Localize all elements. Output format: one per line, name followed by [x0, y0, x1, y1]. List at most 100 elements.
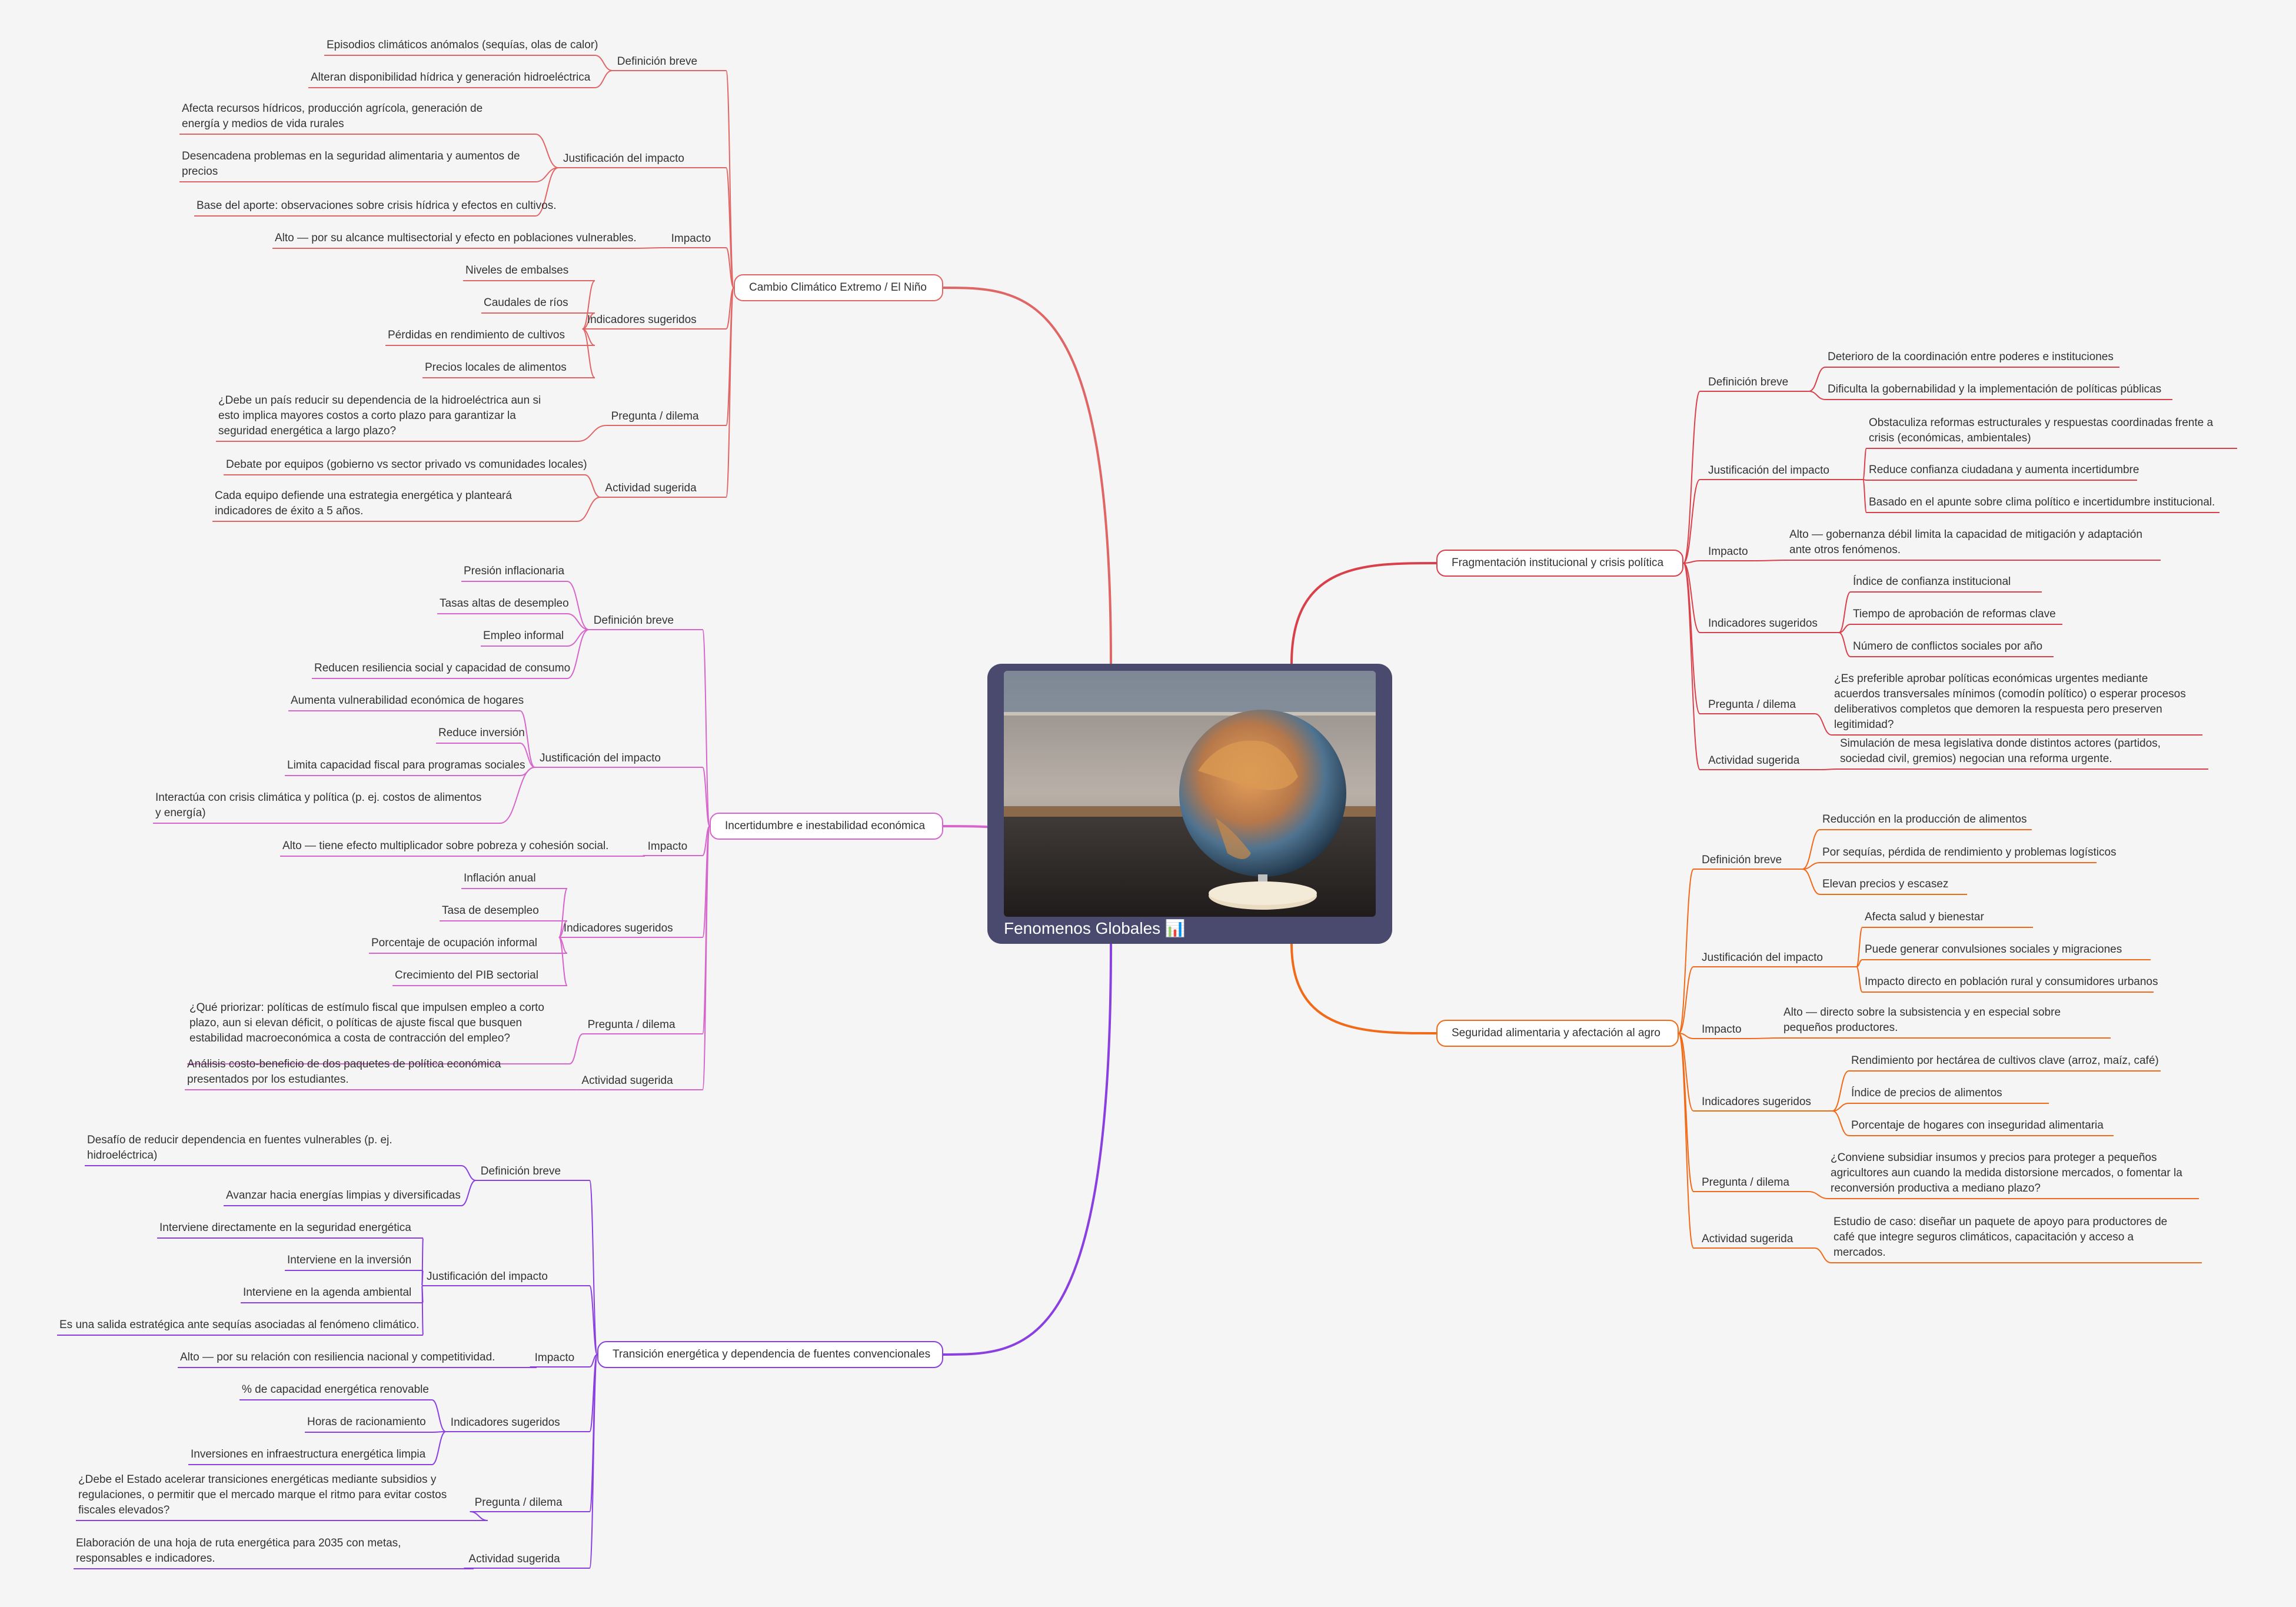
leaf-item[interactable]: Estudio de caso: diseñar un paquete de a…: [1834, 1215, 2187, 1260]
leaf-item[interactable]: Tasa de desempleo: [442, 903, 539, 919]
section-label-indicadores-sugeridos[interactable]: Indicadores sugeridos: [1702, 1094, 1811, 1110]
leaf-item[interactable]: Número de conflictos sociales por año: [1853, 639, 2042, 654]
leaf-item[interactable]: Episodios climáticos anómalos (sequías, …: [327, 38, 598, 53]
leaf-item[interactable]: Base del aporte: observaciones sobre cri…: [197, 198, 556, 214]
leaf-item[interactable]: Interviene en la inversión: [287, 1253, 411, 1268]
leaf-item[interactable]: Alteran disponibilidad hídrica y generac…: [311, 70, 590, 85]
leaf-item[interactable]: Basado en el apunte sobre clima político…: [1869, 495, 2215, 510]
branch-topic-cambio-climatico-extremo-el-nino[interactable]: Cambio Climático Extremo / El Niño: [734, 274, 943, 301]
leaf-item[interactable]: Afecta recursos hídricos, producción agr…: [182, 101, 520, 132]
section-label-actividad-sugerida[interactable]: Actividad sugerida: [468, 1552, 560, 1567]
leaf-item[interactable]: Desencadena problemas en la seguridad al…: [182, 149, 520, 179]
leaf-item[interactable]: Inversiones en infraestructura energétic…: [191, 1447, 425, 1462]
leaf-item[interactable]: Alto — tiene efecto multiplicador sobre …: [282, 839, 608, 854]
leaf-item[interactable]: Debate por equipos (gobierno vs sector p…: [226, 457, 587, 473]
leaf-item[interactable]: Inflación anual: [464, 871, 536, 886]
leaf-item[interactable]: Interviene directamente en la seguridad …: [159, 1220, 411, 1236]
section-label-actividad-sugerida[interactable]: Actividad sugerida: [1708, 753, 1799, 768]
leaf-item[interactable]: Obstaculiza reformas estructurales y res…: [1869, 415, 2222, 446]
section-label-actividad-sugerida[interactable]: Actividad sugerida: [1702, 1232, 1793, 1247]
leaf-item[interactable]: Afecta salud y bienestar: [1865, 910, 1984, 925]
leaf-item[interactable]: Avanzar hacia energías limpias y diversi…: [226, 1188, 461, 1203]
leaf-item[interactable]: Porcentaje de ocupación informal: [371, 936, 537, 951]
leaf-item[interactable]: Niveles de embalses: [465, 263, 568, 278]
leaf-item[interactable]: Puede generar convulsiones sociales y mi…: [1865, 942, 2122, 957]
leaf-item[interactable]: Interviene en la agenda ambiental: [243, 1285, 411, 1300]
section-label-impacto[interactable]: Impacto: [535, 1350, 575, 1366]
section-label-impacto[interactable]: Impacto: [1708, 544, 1748, 560]
leaf-item[interactable]: Crecimiento del PIB sectorial: [395, 968, 538, 983]
branch-topic-fragmentacion-institucional-y-crisis-politica[interactable]: Fragmentación institucional y crisis pol…: [1436, 550, 1683, 577]
leaf-item[interactable]: Horas de racionamiento: [307, 1415, 426, 1430]
branch-topic-transicion-energetica-y-dependencia-de-fuentes-convencionales[interactable]: Transición energética y dependencia de f…: [597, 1341, 943, 1368]
section-label-justificacion-del-impacto[interactable]: Justificación del impacto: [1702, 950, 1823, 966]
leaf-item[interactable]: Desafío de reducir dependencia en fuente…: [87, 1133, 446, 1163]
leaf-item[interactable]: Rendimiento por hectárea de cultivos cla…: [1851, 1053, 2159, 1069]
leaf-item[interactable]: ¿Es preferible aprobar políticas económi…: [1834, 671, 2187, 733]
leaf-item[interactable]: Empleo informal: [483, 628, 564, 644]
section-label-impacto[interactable]: Impacto: [671, 231, 711, 247]
leaf-item[interactable]: Interactúa con crisis climática y políti…: [155, 790, 485, 821]
section-label-definicion-breve[interactable]: Definición breve: [594, 613, 674, 628]
section-label-indicadores-sugeridos[interactable]: Indicadores sugeridos: [1708, 616, 1818, 631]
section-label-pregunta-dilema[interactable]: Pregunta / dilema: [1708, 697, 1796, 713]
leaf-item[interactable]: Reducción en la producción de alimentos: [1822, 812, 2027, 827]
section-label-justificacion-del-impacto[interactable]: Justificación del impacto: [427, 1269, 548, 1285]
leaf-item[interactable]: Pérdidas en rendimiento de cultivos: [388, 328, 565, 343]
leaf-item[interactable]: Dificulta la gobernabilidad y la impleme…: [1828, 382, 2161, 397]
section-label-justificacion-del-impacto[interactable]: Justificación del impacto: [540, 751, 661, 766]
branch-topic-seguridad-alimentaria-y-afectacion-al-agro[interactable]: Seguridad alimentaria y afectación al ag…: [1436, 1020, 1679, 1047]
section-label-impacto[interactable]: Impacto: [1702, 1022, 1742, 1037]
leaf-item[interactable]: ¿Debe un país reducir su dependencia de …: [218, 393, 563, 439]
leaf-item[interactable]: Elevan precios y escasez: [1822, 877, 1948, 892]
section-label-justificacion-del-impacto[interactable]: Justificación del impacto: [1708, 463, 1829, 478]
leaf-item[interactable]: ¿Debe el Estado acelerar transiciones en…: [78, 1472, 472, 1518]
leaf-item[interactable]: Es una salida estratégica ante sequías a…: [59, 1317, 420, 1333]
section-label-definicion-breve[interactable]: Definición breve: [481, 1164, 561, 1179]
leaf-item[interactable]: ¿Conviene subsidiar insumos y precios pa…: [1831, 1150, 2184, 1196]
leaf-item[interactable]: Por sequías, pérdida de rendimiento y pr…: [1822, 845, 2117, 860]
leaf-item[interactable]: Impacto directo en población rural y con…: [1865, 974, 2158, 990]
section-label-justificacion-del-impacto[interactable]: Justificación del impacto: [563, 151, 684, 167]
leaf-item[interactable]: Presión inflacionaria: [464, 564, 564, 579]
leaf-item[interactable]: Índice de precios de alimentos: [1851, 1086, 2002, 1101]
section-label-indicadores-sugeridos[interactable]: Indicadores sugeridos: [587, 312, 697, 328]
section-label-definicion-breve[interactable]: Definición breve: [1708, 375, 1788, 390]
leaf-item[interactable]: Alto — por su alcance multisectorial y e…: [275, 231, 637, 246]
section-label-actividad-sugerida[interactable]: Actividad sugerida: [605, 481, 696, 496]
leaf-item[interactable]: Elaboración de una hoja de ruta energéti…: [76, 1536, 458, 1566]
section-label-pregunta-dilema[interactable]: Pregunta / dilema: [475, 1495, 563, 1510]
section-label-indicadores-sugeridos[interactable]: Indicadores sugeridos: [564, 921, 673, 936]
leaf-item[interactable]: ¿Qué priorizar: políticas de estímulo fi…: [189, 1000, 554, 1046]
leaf-item[interactable]: Reduce confianza ciudadana y aumenta inc…: [1869, 463, 2139, 478]
leaf-item[interactable]: Alto — gobernanza débil limita la capaci…: [1789, 527, 2145, 558]
leaf-item[interactable]: Porcentaje de hogares con inseguridad al…: [1851, 1118, 2104, 1133]
section-label-pregunta-dilema[interactable]: Pregunta / dilema: [611, 409, 699, 424]
leaf-item[interactable]: Reduce inversión: [438, 726, 525, 741]
section-label-indicadores-sugeridos[interactable]: Indicadores sugeridos: [451, 1415, 560, 1430]
leaf-item[interactable]: Limita capacidad fiscal para programas s…: [287, 758, 525, 773]
central-topic[interactable]: Fenomenos Globales 📊: [987, 664, 1392, 944]
leaf-item[interactable]: Caudales de ríos: [484, 295, 568, 311]
leaf-item[interactable]: Tasas altas de desempleo: [440, 596, 569, 611]
section-label-actividad-sugerida[interactable]: Actividad sugerida: [581, 1073, 673, 1089]
leaf-item[interactable]: Simulación de mesa legislativa donde dis…: [1840, 736, 2193, 767]
section-label-impacto[interactable]: Impacto: [648, 839, 688, 854]
leaf-item[interactable]: Alto — directo sobre la subsistencia y e…: [1783, 1005, 2095, 1036]
branch-topic-incertidumbre-e-inestabilidad-economica[interactable]: Incertidumbre e inestabilidad económica: [710, 813, 943, 840]
leaf-item[interactable]: Reducen resiliencia social y capacidad d…: [314, 661, 570, 676]
leaf-item[interactable]: Análisis costo-beneficio de dos paquetes…: [187, 1057, 528, 1087]
section-label-definicion-breve[interactable]: Definición breve: [617, 54, 697, 69]
leaf-item[interactable]: % de capacidad energética renovable: [242, 1382, 429, 1398]
leaf-item[interactable]: Índice de confianza institucional: [1853, 574, 2011, 590]
section-label-pregunta-dilema[interactable]: Pregunta / dilema: [588, 1017, 676, 1033]
leaf-item[interactable]: Deterioro de la coordinación entre poder…: [1828, 350, 2114, 365]
leaf-item[interactable]: Aumenta vulnerabilidad económica de hoga…: [291, 693, 524, 708]
leaf-item[interactable]: Alto — por su relación con resiliencia n…: [180, 1350, 495, 1365]
section-label-pregunta-dilema[interactable]: Pregunta / dilema: [1702, 1175, 1789, 1190]
section-label-definicion-breve[interactable]: Definición breve: [1702, 853, 1782, 868]
leaf-item[interactable]: Tiempo de aprobación de reformas clave: [1853, 607, 2056, 622]
leaf-item[interactable]: Cada equipo defiende una estrategia ener…: [215, 488, 562, 519]
leaf-item[interactable]: Precios locales de alimentos: [425, 360, 567, 375]
